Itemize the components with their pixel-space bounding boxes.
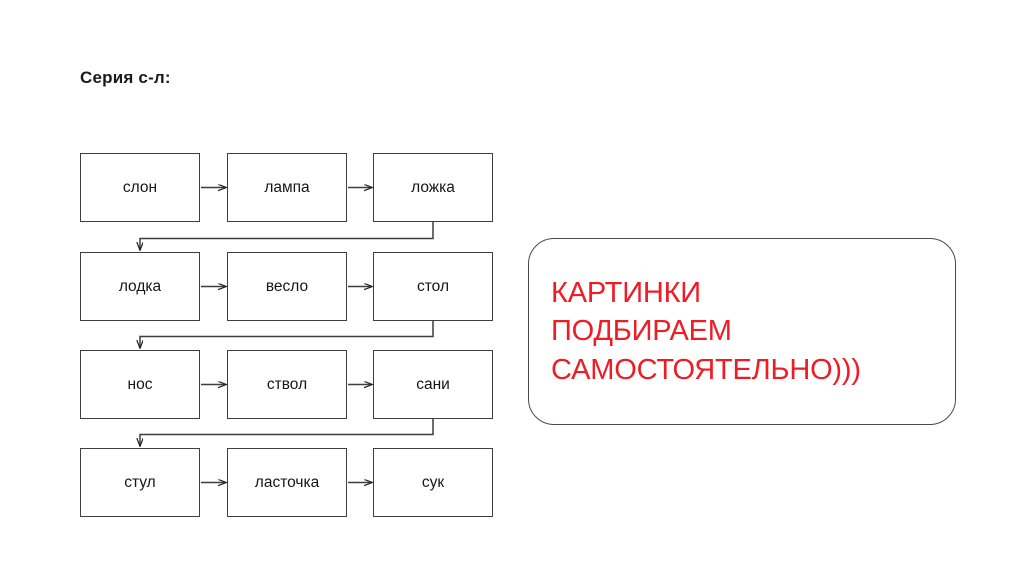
flow-box[interactable]: весло — [227, 252, 347, 321]
flow-box[interactable]: стол — [373, 252, 493, 321]
callout-line: КАРТИНКИ — [551, 277, 701, 310]
flow-box[interactable]: сани — [373, 350, 493, 419]
flow-box[interactable]: ласточка — [227, 448, 347, 517]
flow-box[interactable]: лампа — [227, 153, 347, 222]
flow-box-label: сук — [421, 473, 445, 491]
flow-box[interactable]: слон — [80, 153, 200, 222]
flow-box[interactable]: ложка — [373, 153, 493, 222]
flow-box-label: ложка — [411, 178, 455, 196]
flow-row: стул ласточка сук — [0, 448, 560, 517]
page-title: Серия с-л: — [80, 68, 171, 87]
flow-box[interactable]: стул — [80, 448, 200, 517]
flow-box-label: нос — [127, 375, 153, 393]
flow-box-label: лодка — [118, 277, 162, 295]
flow-box-label: стол — [417, 277, 449, 295]
flow-box-label: весло — [265, 277, 309, 295]
flow-box-label: стул — [124, 473, 156, 491]
flow-row: нос ствол сани — [0, 350, 560, 419]
flow-box-label: сани — [416, 375, 450, 393]
flow-box[interactable]: сук — [373, 448, 493, 517]
flow-row: лодка весло стол — [0, 252, 560, 321]
flow-box[interactable]: нос — [80, 350, 200, 419]
arrow-wrap-icon — [140, 222, 434, 250]
flow-box-label: лампа — [264, 178, 310, 196]
callout-line: САМОСТОЯТЕЛЬНО))) — [551, 353, 861, 386]
flow-row: слон лампа ложка — [0, 153, 560, 222]
flow-box[interactable]: лодка — [80, 252, 200, 321]
flow-box-label: ствол — [266, 375, 308, 393]
word-series-flowchart: слон лампа ложка лодка весло стол но — [0, 153, 560, 517]
callout-line: ПОДБИРАЕМ — [551, 315, 732, 348]
arrow-wrap-icon — [140, 320, 434, 348]
callout-note: КАРТИНКИ ПОДБИРАЕМ САМОСТОЯТЕЛЬНО))) — [528, 238, 956, 425]
flow-box-label: ласточка — [254, 473, 320, 491]
arrow-wrap-icon — [140, 418, 434, 446]
flow-box-label: слон — [122, 178, 158, 196]
flow-box[interactable]: ствол — [227, 350, 347, 419]
